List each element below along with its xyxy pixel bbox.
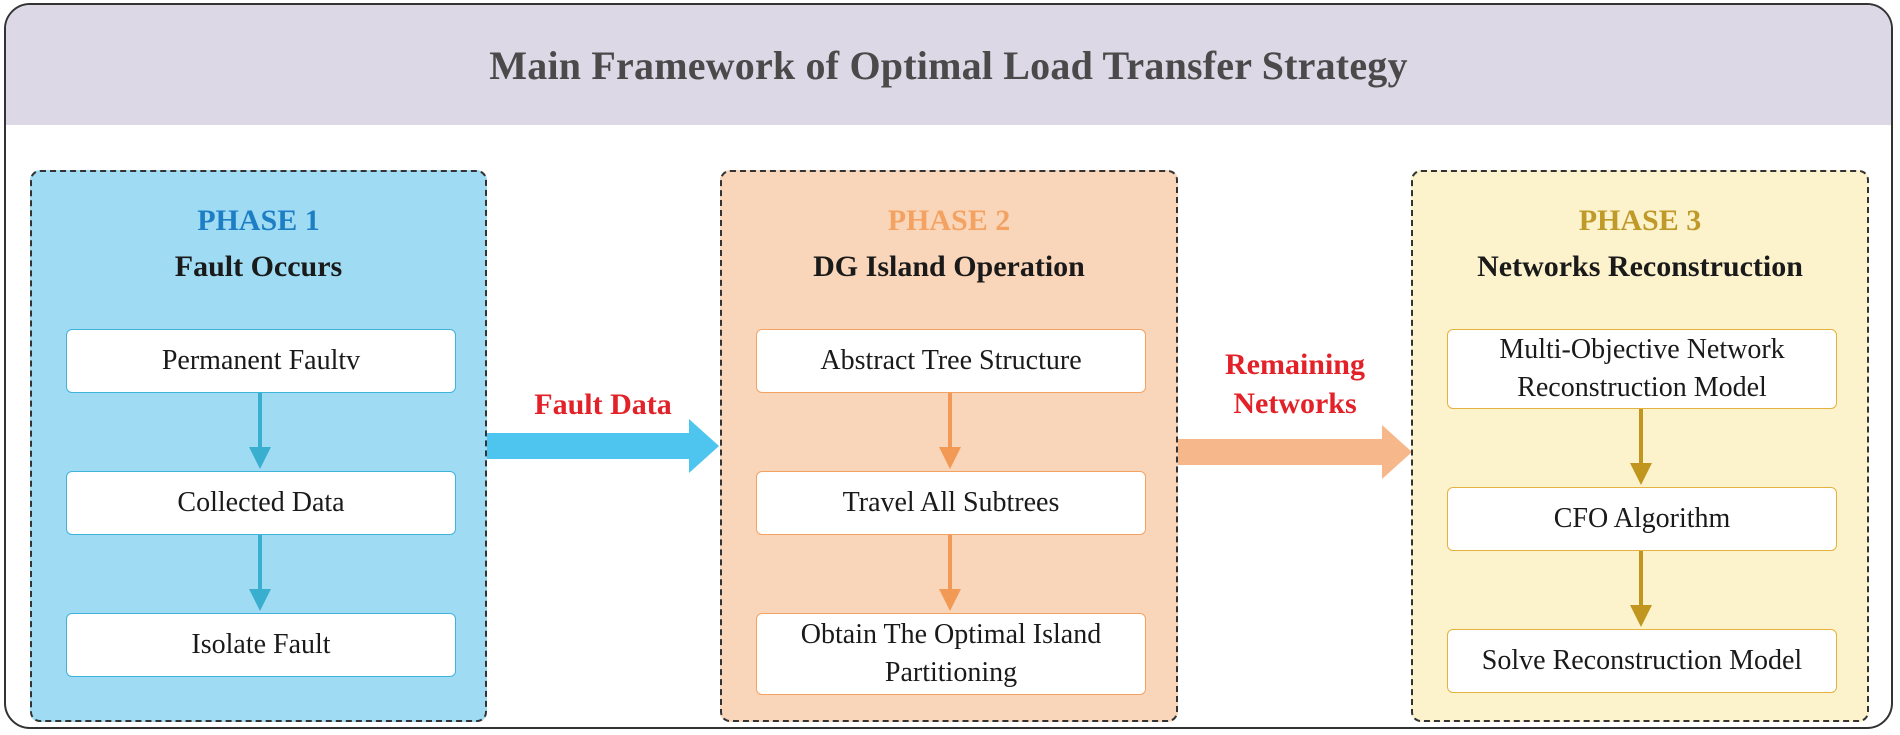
phase-1-arrow-2 [249,535,271,611]
phase-2-number: PHASE 2 [887,204,1011,237]
phase-3-number: PHASE 3 [1578,204,1702,237]
phase-3-step-2: CFO Algorithm [1447,487,1837,551]
phase-1-box: PHASE 1 Fault Occurs Permanent Faultv Co… [30,170,487,722]
phase-1-number: PHASE 1 [197,204,320,237]
flow-label-fault-data: Fault Data [534,388,672,421]
phase-1-step-2: Collected Data [66,471,456,535]
phase-3-step-1: Multi-Objective Network Reconstruction M… [1447,329,1837,409]
phase-2-arrow-2 [939,535,961,611]
diagram-title: Main Framework of Optimal Load Transfer … [489,42,1408,88]
remaining-networks-arrow [1178,425,1412,479]
phase-2-title: DG Island Operation [813,250,1085,283]
phase-2-step-2: Travel All Subtrees [756,471,1146,535]
fault-data-arrow [487,419,719,473]
phase-3-title: Networks Reconstruction [1477,250,1803,283]
phase-3-step-3: Solve Reconstruction Model [1447,629,1837,693]
phase-3-arrow-1 [1630,409,1652,485]
phase-1-title: Fault Occurs [174,250,343,283]
phase-2-step-3: Obtain The Optimal Island Partitioning [756,613,1146,695]
phase-1-step-3: Isolate Fault [66,613,456,677]
phase-2-step-1: Abstract Tree Structure [756,329,1146,393]
title-bar: Main Framework of Optimal Load Transfer … [6,5,1891,125]
phase-3-arrow-2 [1630,551,1652,627]
phase-1-step-1: Permanent Faultv [66,329,456,393]
flow-label-remaining-networks: Remaining Networks [1224,348,1365,420]
diagram-frame: Main Framework of Optimal Load Transfer … [4,3,1893,729]
phase-2-box: PHASE 2 DG Island Operation Abstract Tre… [720,170,1178,722]
phase-2-arrow-1 [939,393,961,469]
phase-3-box: PHASE 3 Networks Reconstruction Multi-Ob… [1411,170,1869,722]
phase-1-arrow-1 [249,393,271,469]
